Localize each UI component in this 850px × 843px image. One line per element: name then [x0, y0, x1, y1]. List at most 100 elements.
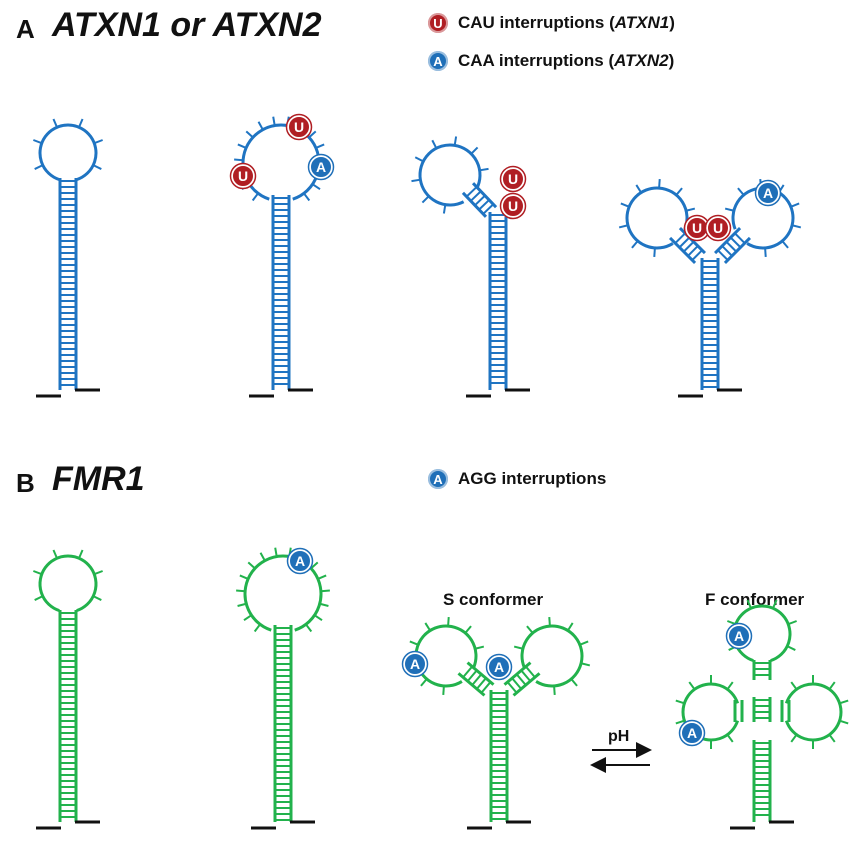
loop-tick	[790, 734, 798, 743]
a-interruption-badge-icon: A	[401, 650, 429, 678]
loop-arc	[731, 186, 795, 250]
loop-tick	[431, 139, 438, 149]
badge-glyph: A	[734, 628, 744, 644]
badge-ring	[704, 214, 732, 242]
loop-arc	[418, 143, 482, 207]
legend-label-cau: CAU interruptions (ATXN1)	[458, 13, 675, 32]
base-pair	[525, 665, 536, 678]
loop-tick	[580, 662, 591, 667]
badge-glyph: U	[508, 171, 518, 187]
badge-glyph: U	[238, 168, 248, 184]
badge-circle	[403, 652, 427, 676]
loop-tick	[790, 681, 798, 690]
legend-item-cau: U CAU interruptions (ATXN1)	[428, 13, 675, 33]
loop-tick	[567, 622, 574, 632]
badge-circle	[287, 115, 311, 139]
stem-strand	[723, 236, 752, 265]
badge-ring	[307, 153, 335, 181]
loop-tick	[251, 192, 259, 202]
loop-tick	[772, 599, 778, 609]
loop-tick	[308, 130, 317, 139]
badge-circle	[756, 181, 780, 205]
loop-tick	[320, 589, 330, 593]
stem-strand	[668, 236, 697, 265]
ph-label: pH	[608, 728, 630, 745]
loop-tick	[726, 681, 734, 690]
loop-tick	[303, 192, 311, 202]
loop-tick	[570, 678, 578, 687]
cau-interruption-badge-icon: U	[229, 162, 257, 190]
cau-interruption-badge-icon: U	[285, 113, 313, 141]
badge-ring	[285, 113, 313, 141]
caa-badge-icon: A	[428, 51, 448, 71]
loop-tick	[93, 139, 103, 145]
badge-circle	[487, 655, 511, 679]
loop-tick	[618, 224, 629, 229]
loop-tick	[786, 645, 796, 651]
loop-tick	[791, 224, 802, 229]
loop-tick	[33, 570, 43, 576]
loop-arc	[38, 554, 98, 613]
a-interruption-badge-icon: A	[286, 547, 314, 575]
loop-tick	[421, 195, 430, 204]
base-pair	[725, 241, 737, 253]
cau-interruption-badge-icon: U	[499, 165, 527, 193]
loop-tick	[259, 552, 266, 562]
badge-glyph: A	[763, 185, 773, 201]
loop-tick	[315, 143, 325, 149]
base-pair	[474, 194, 486, 207]
loop-tick	[34, 164, 44, 170]
cau-badge-icon: U	[428, 13, 448, 33]
base-pair	[478, 199, 490, 211]
equilibrium-arrows-icon	[590, 742, 652, 773]
base-pair	[721, 245, 733, 257]
loop-tick	[453, 136, 458, 146]
base-pair	[465, 186, 478, 198]
badge-circle	[501, 194, 525, 218]
loop-tick	[34, 595, 44, 601]
loop-arc	[38, 123, 98, 182]
loop-tick	[442, 685, 445, 695]
s-conformer-label: S conformer	[443, 590, 544, 609]
loop-tick	[313, 614, 323, 622]
legend-label-agg: AGG interruptions	[458, 469, 607, 488]
loop-tick	[675, 719, 685, 725]
loop-tick	[470, 146, 479, 155]
loop-tick	[236, 589, 246, 593]
cau-interruption-badge-icon: U	[704, 214, 732, 242]
loop-arc	[625, 186, 689, 250]
loop-tick	[790, 202, 800, 208]
base-pair	[480, 681, 492, 694]
loop-tick	[93, 570, 103, 576]
a-interruption-badge-icon: A	[725, 622, 753, 650]
base-pair	[717, 249, 729, 261]
loop-arc	[681, 682, 740, 742]
base-pair	[462, 665, 473, 678]
base-pair	[520, 669, 532, 682]
loop-tick	[305, 623, 313, 633]
panel-b-title: FMR1	[52, 460, 145, 498]
base-pair	[678, 236, 691, 249]
badge-circle	[231, 164, 255, 188]
loop-tick	[464, 625, 472, 634]
loop-tick	[447, 617, 450, 627]
badge-glyph: U	[713, 220, 723, 236]
badge-circle	[288, 549, 312, 573]
badge-glyph: U	[692, 220, 702, 236]
badge-glyph: A	[494, 659, 504, 675]
loop-tick	[237, 602, 247, 607]
loop-tick	[688, 681, 696, 690]
agg-badge-icon: A	[428, 469, 448, 489]
panel-a-structures	[33, 116, 802, 398]
panel-b-structures	[33, 547, 849, 830]
badge-glyph: A	[295, 553, 305, 569]
loop-tick	[243, 614, 253, 622]
stem-strand	[678, 226, 707, 255]
loop-tick	[245, 130, 254, 139]
f-conformer-label: F conformer	[705, 590, 805, 609]
base-pair	[734, 232, 746, 244]
base-pair	[674, 232, 686, 244]
loop-tick	[675, 699, 685, 705]
badge-circle	[501, 167, 525, 191]
